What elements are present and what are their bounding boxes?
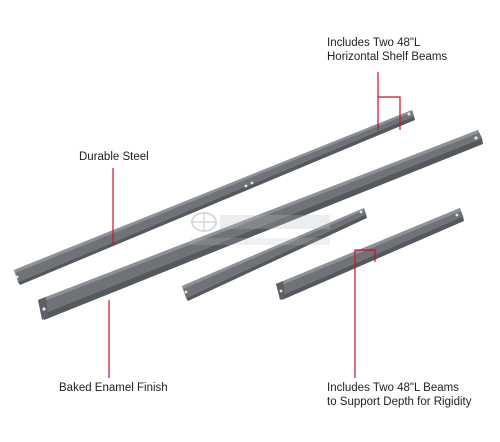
callout-support-beams: Includes Two 48"L Beams to Support Depth… xyxy=(327,381,471,409)
callout-shelf-beams: Includes Two 48"L Horizontal Shelf Beams xyxy=(327,36,447,64)
watermark-logo xyxy=(190,212,330,245)
leader-line-shelf-beams xyxy=(377,96,401,130)
long-beam-top xyxy=(14,110,415,285)
callout-support-beams-line-2: to Support Depth for Rigidity xyxy=(327,396,472,408)
callout-durable-steel: Durable Steel xyxy=(79,151,149,163)
leader-line-support-beams xyxy=(354,249,376,283)
callout-support-beams-line-1: Includes Two 48"L Beams xyxy=(327,382,459,394)
callout-shelf-beams-line-2: Horizontal Shelf Beams xyxy=(327,51,448,63)
short-beam-bottom xyxy=(276,208,464,300)
callout-baked-enamel: Baked Enamel Finish xyxy=(59,382,168,394)
short-beam-top xyxy=(182,208,367,301)
callout-shelf-beams-line-1: Includes Two 48"L xyxy=(327,37,421,49)
long-beam-bottom xyxy=(38,130,483,320)
leader-lines xyxy=(108,72,401,378)
